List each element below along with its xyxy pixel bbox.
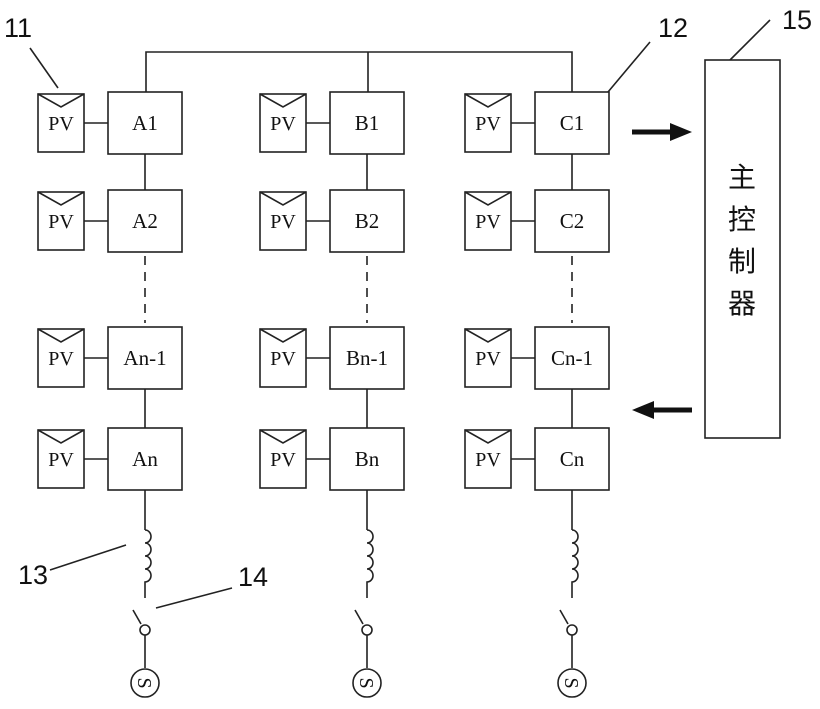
module-box-an1 [107, 326, 183, 390]
ref-label-11: 11 [4, 13, 32, 43]
leader-line-14 [155, 587, 233, 609]
module-label-c2: C2 [560, 209, 585, 233]
pv-panel-icon-a2 [37, 191, 85, 206]
pv-panel-icon-bn1 [259, 328, 307, 343]
pv-panel-icon-cn [464, 429, 512, 444]
controller-char-4: 器 [728, 289, 756, 320]
module-label-cn1: Cn-1 [551, 346, 593, 370]
module-label-cn: Cn [560, 447, 585, 471]
pv-panel-cn [464, 429, 512, 489]
pv-label-c2: PV [475, 211, 501, 233]
module-label-a1: A1 [132, 111, 158, 135]
switch-blade-b [354, 609, 364, 625]
pv-label-cn: PV [475, 449, 501, 471]
ref-label-12: 12 [658, 13, 688, 43]
inductor-a [144, 529, 152, 598]
module-label-bn1: Bn-1 [346, 346, 388, 370]
ac-source-c [557, 668, 587, 698]
module-label-a2: A2 [132, 209, 158, 233]
pv-panel-icon-b2 [259, 191, 307, 206]
pv-panel-c2 [464, 191, 512, 251]
pv-panel-icon-a1 [37, 93, 85, 108]
ref-label-14: 14 [238, 562, 268, 592]
module-label-b2: B2 [355, 209, 380, 233]
ac-source-symbol-b: S [355, 677, 377, 688]
module-label-an1: An-1 [123, 346, 166, 370]
switch-blade-a [132, 609, 142, 625]
top-bus-wire [145, 51, 573, 92]
module-box-b1 [329, 91, 405, 155]
module-box-bn [329, 427, 405, 491]
controller-char-2: 控 [728, 204, 756, 236]
pv-label-b1: PV [270, 113, 296, 135]
pv-label-b2: PV [270, 211, 296, 233]
pv-panel-b2 [259, 191, 307, 251]
arrow-to-controller [632, 123, 692, 141]
pv-panel-icon-cn1 [464, 328, 512, 343]
leader-line-13 [49, 544, 127, 571]
pv-label-c1: PV [475, 113, 501, 135]
pv-label-an1: PV [48, 348, 74, 370]
module-box-a1 [107, 91, 183, 155]
pv-panel-icon-bn [259, 429, 307, 444]
inductor-c [571, 529, 579, 598]
module-box-a2 [107, 189, 183, 253]
pv-label-cn1: PV [475, 348, 501, 370]
arrow-from-controller [632, 401, 692, 419]
pv-panel-b1 [259, 93, 307, 153]
pv-panel-icon-b1 [259, 93, 307, 108]
ref-label-13: 13 [18, 560, 48, 590]
module-box-bn1 [329, 326, 405, 390]
pv-panel-icon-c2 [464, 191, 512, 206]
controller-char-3: 制 [728, 246, 756, 278]
main-controller-box [704, 59, 781, 439]
module-box-b2 [329, 189, 405, 253]
ref-label-15: 15 [782, 5, 812, 35]
module-label-an: An [132, 447, 158, 471]
module-label-b1: B1 [355, 111, 380, 135]
leader-line-12 [607, 41, 651, 93]
module-box-cn [534, 427, 610, 491]
module-label-bn: Bn [355, 447, 380, 471]
switch-contact-c [566, 624, 578, 636]
module-box-c1 [534, 91, 610, 155]
module-box-c2 [534, 189, 610, 253]
pv-panel-an [37, 429, 85, 489]
leader-line-15 [729, 19, 771, 61]
switch-contact-a [139, 624, 151, 636]
pv-panel-c1 [464, 93, 512, 153]
pv-panel-an1 [37, 328, 85, 388]
inductor-b [366, 529, 374, 598]
ac-source-a [130, 668, 160, 698]
pv-label-a2: PV [48, 211, 74, 233]
leader-line-11 [29, 47, 59, 89]
pv-panel-icon-an [37, 429, 85, 444]
ac-source-symbol-a: S [133, 677, 155, 688]
ac-source-symbol-c: S [560, 677, 582, 688]
pv-panel-icon-an1 [37, 328, 85, 343]
pv-panel-icon-c1 [464, 93, 512, 108]
pv-label-a1: PV [48, 113, 74, 135]
module-label-c1: C1 [560, 111, 585, 135]
module-box-cn1 [534, 326, 610, 390]
ac-source-b [352, 668, 382, 698]
pv-label-bn: PV [270, 449, 296, 471]
switch-blade-c [559, 609, 569, 625]
module-box-an [107, 427, 183, 491]
controller-char-1: 主 [728, 162, 756, 194]
pv-label-an: PV [48, 449, 74, 471]
switch-contact-b [361, 624, 373, 636]
pv-label-bn1: PV [270, 348, 296, 370]
